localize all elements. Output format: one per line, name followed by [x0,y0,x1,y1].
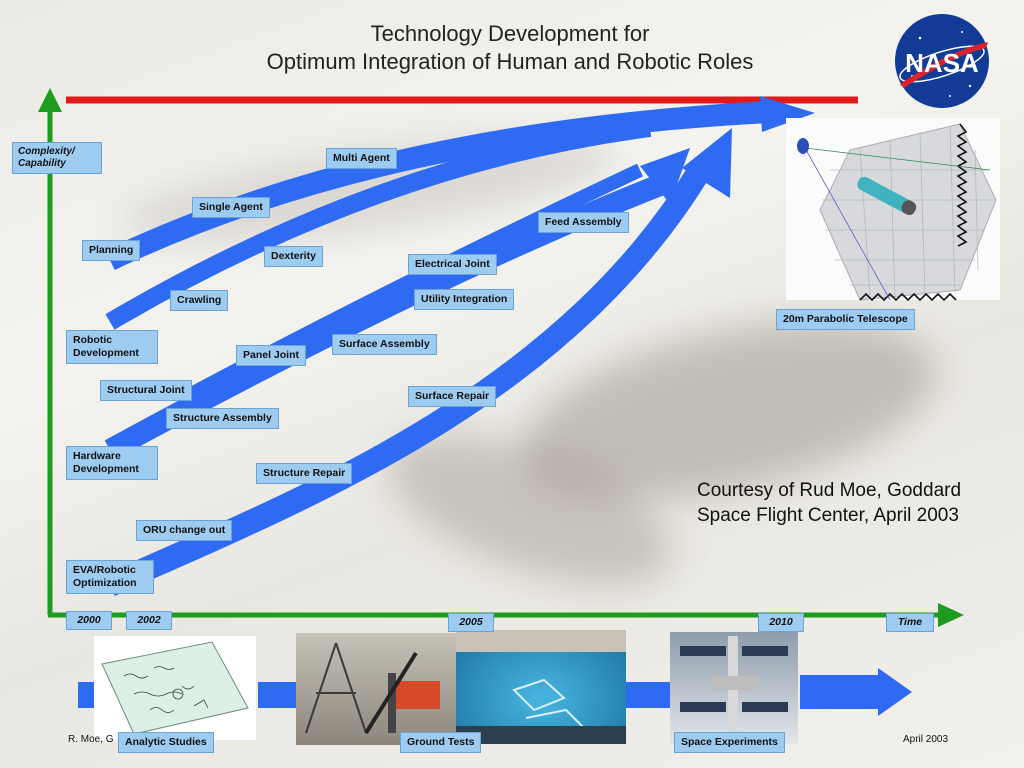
timeline-segment [258,682,298,708]
stage-ground-tests: Ground Tests [400,732,482,753]
year-2005: 2005 [448,613,494,632]
label-structure-repair: Structure Repair [256,463,353,484]
track-start-hardware: Hardware Development [66,446,158,480]
page-title: Technology Development for Optimum Integ… [150,20,870,76]
label-dexterity: Dexterity [264,246,323,267]
timeline-segment [800,675,880,709]
timeline-segment [78,682,94,708]
stage-analytic-studies: Analytic Studies [118,732,214,753]
arrow-robotic-head [760,96,815,132]
label-structural-joint: Structural Joint [100,380,192,401]
arrow-eva-head [682,128,732,198]
label-planning: Planning [82,240,141,261]
label-surface-repair: Surface Repair [408,386,497,407]
label-panel-joint: Panel Joint [236,345,307,366]
year-2002: 2002 [126,611,172,630]
label-structure-assembly: Structure Assembly [166,408,279,429]
logo-text: NASA [905,48,979,78]
footer-date: April 2003 [903,734,949,745]
arrow-robotic-upper [105,101,771,270]
timeline-arrowhead [878,668,912,716]
goal-label: 20m Parabolic Telescope [776,309,915,330]
label-feed-assembly: Feed Assembly [538,212,629,233]
ground-tests-photo-truss [296,633,456,745]
timeline-segment [625,682,670,708]
label-electrical-joint: Electrical Joint [408,254,497,275]
ground-tests-photo-pool [456,630,626,744]
x-axis-label: Time [886,613,934,632]
telescope-boom-icon [857,176,917,216]
track-start-robotic: Robotic Development [66,330,158,364]
label-surface-assembly: Surface Assembly [332,334,437,355]
label-multi-agent: Multi Agent [326,148,397,169]
title-line-2: Optimum Integration of Human and Robotic… [266,49,754,74]
y-axis-arrowhead [38,88,62,112]
arrow-hardware-inner [176,163,643,407]
x-axis-arrowhead [938,603,964,627]
label-crawling: Crawling [170,290,229,311]
label-utility-integration: Utility Integration [414,289,515,310]
track-start-eva: EVA/Robotic Optimization [66,560,154,594]
nasa-meatball-icon: NASA [895,14,989,108]
footer-author: R. Moe, G [68,734,114,745]
arrow-robotic-lower [105,119,652,330]
telescope-edge-sawtooth [956,123,968,247]
stage-space-experiments: Space Experiments [674,732,785,753]
courtesy-note: Courtesy of Rud Moe, Goddard Space Fligh… [697,480,962,526]
space-experiments-photo [670,632,798,744]
arrow-hardware-head [640,148,690,204]
title-line-1: Technology Development for [370,21,650,46]
y-axis-label: Complexity/ Capability [12,142,102,174]
arrow-eva [105,163,711,596]
year-2000: 2000 [66,611,112,630]
label-single-agent: Single Agent [192,197,270,218]
telescope-bottom-sawtooth [859,292,957,302]
year-2010: 2010 [758,613,804,632]
label-oru-change-out: ORU change out [136,520,233,541]
telescope-feed-icon [797,138,809,154]
analytic-studies-photo [94,636,256,740]
